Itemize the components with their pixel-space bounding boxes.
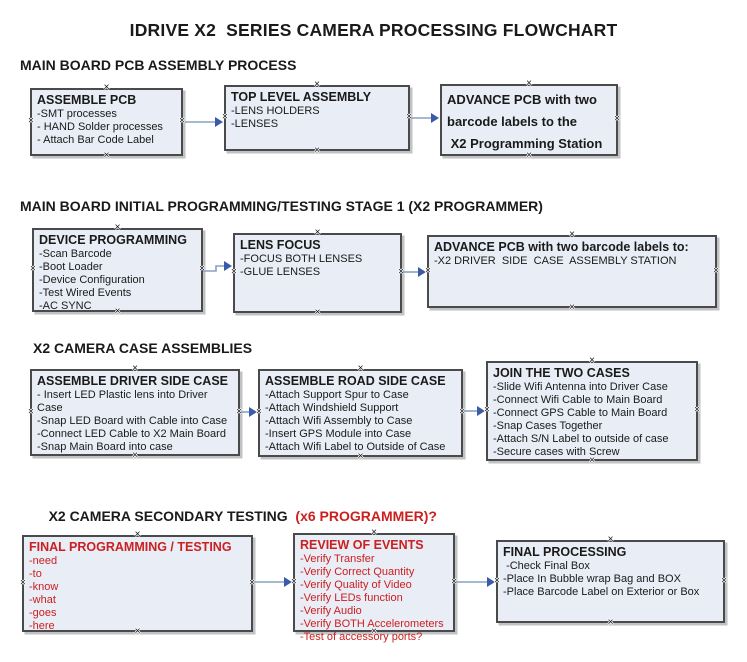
section-heading-pcb-assembly: MAIN BOARD PCB ASSEMBLY PROCESS	[20, 57, 297, 73]
box-title: FINAL PROGRAMMING / TESTING	[29, 540, 232, 554]
connection-handle-icon: ×	[28, 115, 34, 127]
box-body: -Attach Support Spur to Case -Attach Win…	[265, 389, 446, 453]
box-title: ADVANCE PCB with two barcode labels to t…	[447, 92, 603, 151]
box-body: -LENS HOLDERS -LENSES	[231, 105, 320, 130]
connection-handle-icon: ×	[589, 355, 595, 366]
box-title: FINAL PROCESSING	[503, 545, 627, 559]
connector-arrow	[464, 406, 485, 416]
box-body: -FOCUS BOTH LENSES -GLUE LENSES	[240, 253, 363, 278]
connection-handle-icon: ×	[314, 145, 320, 156]
connection-handle-icon: ×	[614, 113, 620, 125]
connection-handle-icon: ×	[721, 575, 727, 586]
connection-handle-icon: ×	[526, 78, 532, 89]
box-review-of-events: REVIEW OF EVENTS -Verify Transfer -Verif…	[291, 528, 457, 644]
box-final-programming-testing: FINAL PROGRAMMING / TESTING -need -to -k…	[20, 530, 255, 637]
connection-handle-icon: ×	[20, 577, 26, 588]
box-advance-pcb-driver-side-station: ADVANCE PCB with two barcode labels to: …	[425, 230, 719, 313]
box-body: -X2 DRIVER SIDE CASE ASSEMBLY STATION	[434, 255, 677, 267]
connection-handle-icon: ×	[713, 265, 719, 276]
connector-arrow	[185, 117, 223, 127]
section-heading-red-part: (x6 PROGRAMMER)?	[291, 508, 437, 524]
box-body: -Scan Barcode -Boot Loader -Device Confi…	[39, 248, 145, 312]
box-body: -need -to -know -what -goes -here	[29, 555, 59, 632]
section-heading-secondary-testing: X2 CAMERA SECONDARY TESTING (x6 PROGRAMM…	[33, 492, 437, 540]
section-heading-case-assemblies: X2 CAMERA CASE ASSEMBLIES	[33, 340, 253, 356]
box-final-processing: FINAL PROCESSING -Check Final Box -Place…	[494, 535, 727, 628]
box-body: -Slide Wifi Antenna into Driver Case -Co…	[493, 381, 669, 458]
section-heading-initial-programming: MAIN BOARD INITIAL PROGRAMMING/TESTING S…	[20, 198, 543, 214]
box-title: ASSEMBLE DRIVER SIDE CASE	[37, 374, 229, 388]
connection-handle-icon: ×	[314, 307, 321, 318]
box-advance-pcb-programming-station: ADVANCE PCB with two barcode labels to t…	[440, 79, 620, 161]
box-title: REVIEW OF EVENTS	[300, 538, 424, 552]
connection-handle-icon: ×	[357, 363, 364, 374]
connection-handle-icon: ×	[314, 227, 321, 238]
box-title: LENS FOCUS	[240, 238, 321, 252]
connection-handle-icon: ×	[114, 222, 121, 233]
connection-handle-icon: ×	[103, 82, 110, 93]
box-device-programming: DEVICE PROGRAMMING -Scan Barcode -Boot L…	[30, 223, 205, 317]
connection-handle-icon: ×	[607, 617, 614, 628]
box-lens-focus: LENS FOCUS -FOCUS BOTH LENSES -GLUE LENS…	[231, 228, 404, 318]
connector-arrow	[241, 407, 257, 417]
box-title: DEVICE PROGRAMMING	[39, 233, 187, 247]
connector-arrow	[411, 113, 439, 123]
connection-handle-icon: ×	[30, 263, 36, 275]
connection-handle-icon: ×	[569, 302, 575, 313]
page-title: IDRIVE X2 SERIES CAMERA PROCESSING FLOWC…	[129, 20, 618, 40]
connector-arrow	[203, 261, 232, 272]
connection-handle-icon: ×	[607, 534, 614, 545]
box-assemble-road-side-case: ASSEMBLE ROAD SIDE CASE -Attach Support …	[256, 364, 465, 462]
box-body: -Verify Transfer -Verify Correct Quantit…	[300, 553, 444, 643]
box-body: -SMT processes - HAND Solder processes -…	[37, 108, 163, 146]
connection-handle-icon: ×	[694, 404, 700, 416]
section-heading-black-part: X2 CAMERA SECONDARY TESTING	[48, 508, 292, 524]
box-assemble-pcb: ASSEMBLE PCB -SMT processes - HAND Solde…	[28, 83, 185, 161]
box-assemble-driver-side-case: ASSEMBLE DRIVER SIDE CASE - Insert LED P…	[28, 364, 242, 461]
connection-handle-icon: ×	[314, 79, 320, 90]
connection-handle-icon: ×	[103, 150, 110, 161]
connection-handle-icon: ×	[569, 229, 575, 240]
box-title: ASSEMBLE ROAD SIDE CASE	[265, 374, 446, 388]
box-title: ASSEMBLE PCB	[37, 93, 137, 107]
connector-arrow	[254, 577, 292, 587]
box-body: -Check Final Box -Place In Bubble wrap B…	[503, 560, 700, 598]
connection-handle-icon: ×	[28, 406, 34, 417]
connection-handle-icon: ×	[132, 363, 138, 374]
box-body: - Insert LED Plastic lens into Driver Ca…	[37, 389, 228, 453]
box-title: ADVANCE PCB with two barcode labels to:	[434, 240, 689, 254]
box-join-the-two-cases: JOIN THE TWO CASES -Slide Wifi Antenna i…	[484, 356, 700, 466]
connector-arrow	[456, 577, 495, 587]
box-top-level-assembly: TOP LEVEL ASSEMBLY -LENS HOLDERS -LENSES…	[222, 80, 412, 156]
connector-arrow	[403, 267, 426, 277]
box-title: JOIN THE TWO CASES	[493, 366, 630, 380]
box-title: TOP LEVEL ASSEMBLY	[231, 90, 372, 104]
